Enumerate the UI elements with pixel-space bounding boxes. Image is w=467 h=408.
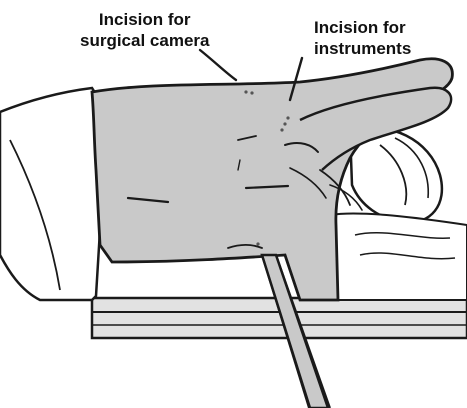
instruments-incision-label-line1: Incision for	[314, 17, 411, 38]
camera-incision-label-line2: surgical camera	[80, 30, 209, 51]
camera-incision-label-line1: Incision for	[80, 9, 209, 30]
pillow	[330, 213, 467, 300]
annotation-arrow-camera	[200, 50, 236, 80]
instruments-incision-label-line2: instruments	[314, 38, 411, 59]
camera-incision-label: Incision for surgical camera	[80, 9, 209, 51]
instruments-incision-label: Incision for instruments	[314, 17, 411, 59]
